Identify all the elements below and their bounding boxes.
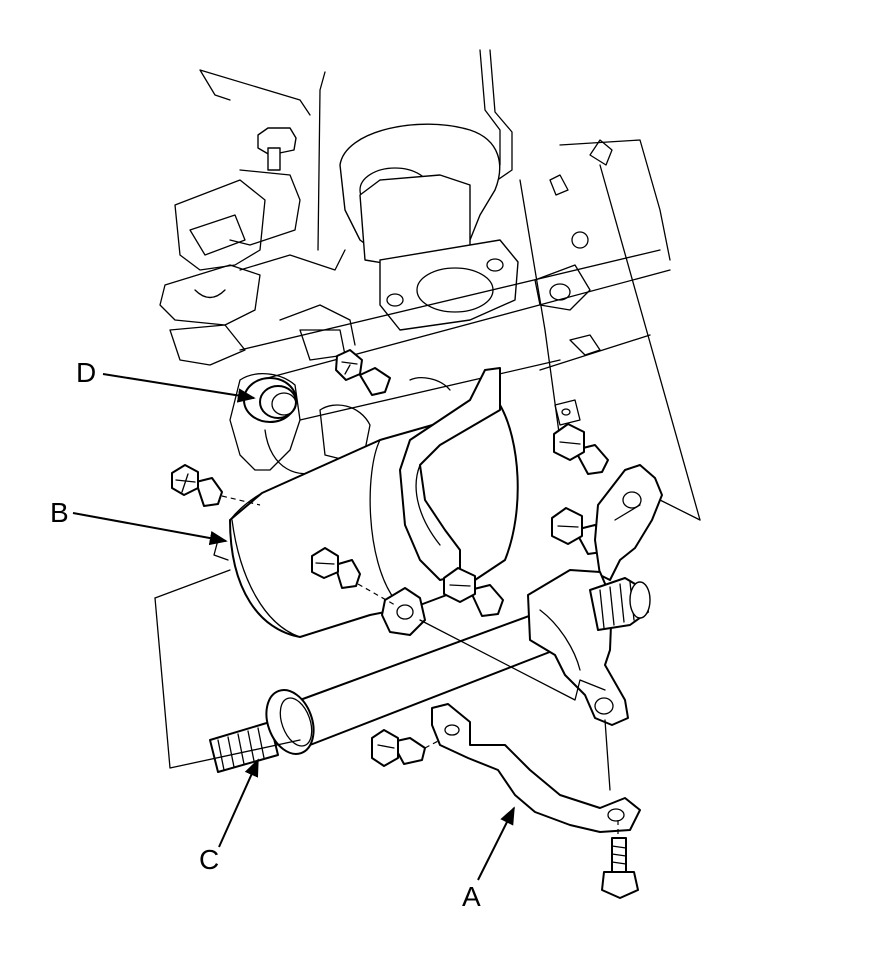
driveshaft-c	[209, 569, 651, 773]
bolt-housing-center	[311, 547, 361, 589]
callout-b: B	[50, 497, 228, 546]
callout-d: D	[76, 357, 256, 403]
leader-line-d	[102, 373, 256, 403]
oil-seal-d	[243, 377, 297, 423]
engine-block	[159, 49, 701, 521]
bolt-right-upper	[553, 423, 609, 475]
label-d: D	[76, 357, 96, 388]
bolt-housing-left	[171, 464, 223, 507]
label-a: A	[462, 881, 481, 912]
leader-line-a	[477, 806, 515, 881]
bolt-right-lower	[551, 507, 609, 555]
dash-line-bracket-a-left	[424, 739, 441, 749]
callout-c: C	[199, 758, 259, 875]
label-b: B	[50, 497, 69, 528]
exploded-guide-lines	[154, 334, 701, 791]
bolt-bracket-a-left	[371, 729, 426, 767]
dash-line-bolt-center	[357, 583, 396, 606]
callout-a: A	[462, 806, 515, 912]
bearing-support-bracket	[594, 464, 663, 581]
bearing-bracket-a	[431, 703, 641, 833]
dash-line-bolt-left	[221, 495, 261, 506]
leader-line-b	[72, 512, 228, 546]
label-c: C	[199, 844, 219, 875]
bolt-housing-right	[443, 567, 504, 617]
leader-line-c	[218, 758, 259, 848]
bolt-bracket-a-lower	[601, 837, 639, 899]
bolt-upper-center	[335, 349, 391, 396]
